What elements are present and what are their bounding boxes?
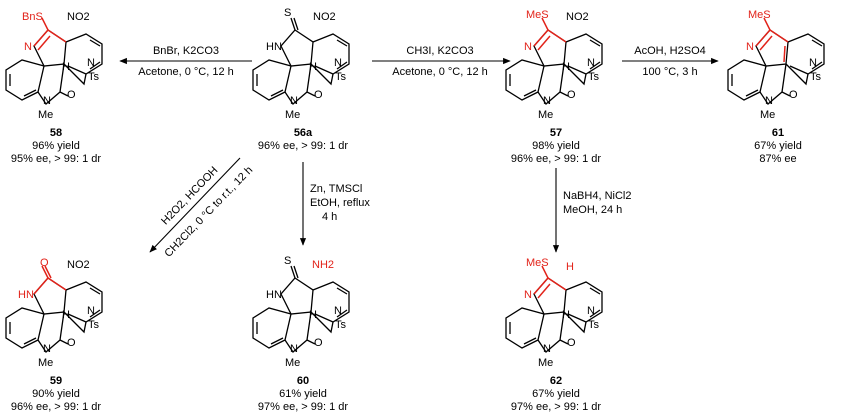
- c56a-n-label: N: [334, 57, 342, 69]
- c60-ee-dr: 97% ee, > 99: 1 dr: [258, 401, 349, 413]
- c56a-no2-label: NO2: [313, 11, 336, 23]
- c61-o-label: O: [789, 89, 798, 101]
- cond-to61-below: 100 °C, 3 h: [642, 66, 697, 78]
- c60-o-label: O: [314, 337, 323, 349]
- cond-to57-below: Acetone, 0 °C, 12 h: [392, 66, 488, 78]
- c56a-hn-label: HN: [266, 41, 282, 53]
- c61-sub-label: MeS: [748, 9, 771, 21]
- c56a-h-label: H: [309, 61, 317, 73]
- c59-o-label: O: [40, 257, 49, 269]
- c60-s-label: S: [284, 255, 291, 267]
- c56a-o-label: O: [314, 89, 323, 101]
- c62-yield: 67% yield: [532, 388, 580, 400]
- c61-ee: 87% ee: [759, 153, 796, 165]
- c58-n1-label: N: [43, 95, 51, 107]
- c61-me-label: Me: [760, 109, 775, 121]
- cond-to60-line3: 4 h: [322, 211, 337, 223]
- c62-me-label: Me: [538, 357, 553, 369]
- c59-id: 59: [50, 375, 62, 387]
- c57-yield: 98% yield: [532, 140, 580, 152]
- c60-h-label: H: [309, 309, 317, 321]
- c60-yield: 61% yield: [279, 388, 327, 400]
- c59-nts-label: N: [87, 305, 95, 317]
- c57-nts-label: N: [587, 57, 595, 69]
- c60-id: 60: [297, 375, 309, 387]
- c58-n-label: N: [24, 41, 32, 53]
- c60-ts-label: Ts: [335, 319, 347, 331]
- cond-to60-line2: EtOH, reflux: [310, 197, 370, 209]
- c62-ee-dr: 97% ee, > 99: 1 dr: [511, 401, 602, 413]
- c61-ts-label: Ts: [810, 71, 822, 83]
- c57-no2-label: NO2: [566, 11, 589, 23]
- c61-n-label: N: [746, 41, 754, 53]
- c60-me-label: Me: [285, 357, 300, 369]
- c59-n1-label: N: [43, 343, 51, 355]
- c59-me-label: Me: [38, 357, 53, 369]
- c56a-me-label: Me: [285, 109, 300, 121]
- c57-n1-label: N: [543, 95, 551, 107]
- c56a-id: 56a: [294, 127, 313, 139]
- c62-o-label: O: [567, 337, 576, 349]
- c58-id: 58: [50, 127, 62, 139]
- c62-h2-label: H: [562, 309, 570, 321]
- c57-h-label: H: [562, 61, 570, 73]
- c61-n1-label: N: [765, 95, 773, 107]
- c58-sub-label: BnS: [22, 11, 43, 23]
- cond-to62-line1: NaBH4, NiCl2: [563, 190, 631, 202]
- c59-yield: 90% yield: [32, 388, 80, 400]
- c59-o2-label: O: [67, 337, 76, 349]
- c58-h-label: H: [62, 61, 70, 73]
- c60-hn-label: HN: [266, 289, 282, 301]
- cond-to57-above: CH3I, K2CO3: [406, 45, 473, 57]
- c62-n-label: N: [524, 289, 532, 301]
- c58-no2-label: NO2: [67, 11, 90, 23]
- c57-n-label: N: [524, 41, 532, 53]
- c56a-ee-dr: 96% ee, > 99: 1 dr: [258, 140, 349, 152]
- c56a-ts-label: Ts: [335, 71, 347, 83]
- c56a-n1-label: N: [290, 95, 298, 107]
- c56a-s-label: S: [284, 7, 291, 19]
- c62-nts-label: N: [587, 305, 595, 317]
- cond-to58-below: Acetone, 0 °C, 12 h: [138, 66, 234, 78]
- c59-no2-label: NO2: [67, 259, 90, 271]
- c62-n1-label: N: [543, 343, 551, 355]
- c57-me-label: Me: [538, 109, 553, 121]
- c57-sub-label: MeS: [526, 9, 549, 21]
- cond-to58-above: BnBr, K2CO3: [153, 45, 219, 57]
- c59-h-label: H: [62, 309, 70, 321]
- c58-o-label: O: [67, 89, 76, 101]
- c58-nts-label: N: [87, 57, 95, 69]
- cond-to62-line2: MeOH, 24 h: [563, 204, 622, 216]
- c59-ee-dr: 96% ee, > 99: 1 dr: [11, 401, 102, 413]
- c57-o-label: O: [567, 89, 576, 101]
- c61-yield: 67% yield: [754, 140, 802, 152]
- c58-yield: 96% yield: [32, 140, 80, 152]
- c58-ee-dr: 95% ee, > 99: 1 dr: [11, 153, 102, 165]
- c62-id: 62: [550, 375, 562, 387]
- c60-nh2-label: NH2: [312, 259, 334, 271]
- c61-nts-label: N: [809, 57, 817, 69]
- c57-ee-dr: 96% ee, > 99: 1 dr: [511, 153, 602, 165]
- c57-ts-label: Ts: [588, 71, 600, 83]
- c62-h-label: H: [566, 261, 574, 273]
- c58-me-label: Me: [38, 109, 53, 121]
- cond-to61-above: AcOH, H2SO4: [634, 45, 706, 57]
- cond-to60-line1: Zn, TMSCl: [310, 183, 362, 195]
- arrow-to-59: [149, 157, 241, 253]
- c59-hn-label: HN: [18, 289, 34, 301]
- c62-sub-label: MeS: [526, 257, 549, 269]
- c58-ts-label: Ts: [88, 71, 100, 83]
- c60-nts-label: N: [334, 305, 342, 317]
- c60-n1-label: N: [290, 343, 298, 355]
- c61-id: 61: [772, 127, 784, 139]
- c59-ts-label: Ts: [88, 319, 100, 331]
- c57-id: 57: [550, 127, 562, 139]
- c62-ts-label: Ts: [588, 319, 600, 331]
